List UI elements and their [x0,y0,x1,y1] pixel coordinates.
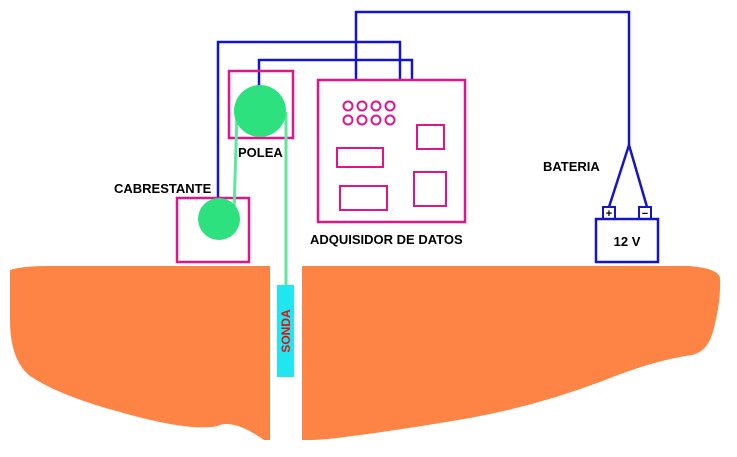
ground-right [302,266,721,440]
polea-frame [227,69,295,140]
connector [356,100,368,112]
cabrestante-frame [175,196,251,264]
connector [370,114,382,126]
connector-array [342,100,396,126]
connector [356,114,368,126]
panel-display-lower [339,185,388,211]
cabrestante-wheel [198,198,240,240]
bateria-label: BATERIA [543,159,600,174]
connector [342,100,354,112]
minus-sign: − [642,208,648,220]
wire-fork [607,140,649,208]
sonda-label: SONDA [279,309,293,353]
sonda-probe [277,285,294,377]
cabrestante-label: CABRESTANTE [114,181,212,196]
ground-left [10,266,270,440]
adquisidor-label: ADQUISIDOR DE DATOS [310,232,463,247]
connector [342,114,354,126]
wire-battery [354,10,631,145]
wire-polea [257,58,414,92]
panel-display [336,147,384,168]
panel-small-square [416,124,445,150]
cable-winch-pulley [232,111,239,214]
plus-sign: + [606,208,612,220]
panel-large-square [413,171,447,207]
battery: + − 12 V [594,206,660,264]
connector [370,100,382,112]
polea-label: POLEA [238,145,283,160]
connector [384,114,396,126]
battery-voltage: 12 V [614,234,641,249]
adquisidor-box [316,78,467,224]
battery-body [594,217,660,264]
connector [384,100,396,112]
polea-wheel [234,85,286,137]
